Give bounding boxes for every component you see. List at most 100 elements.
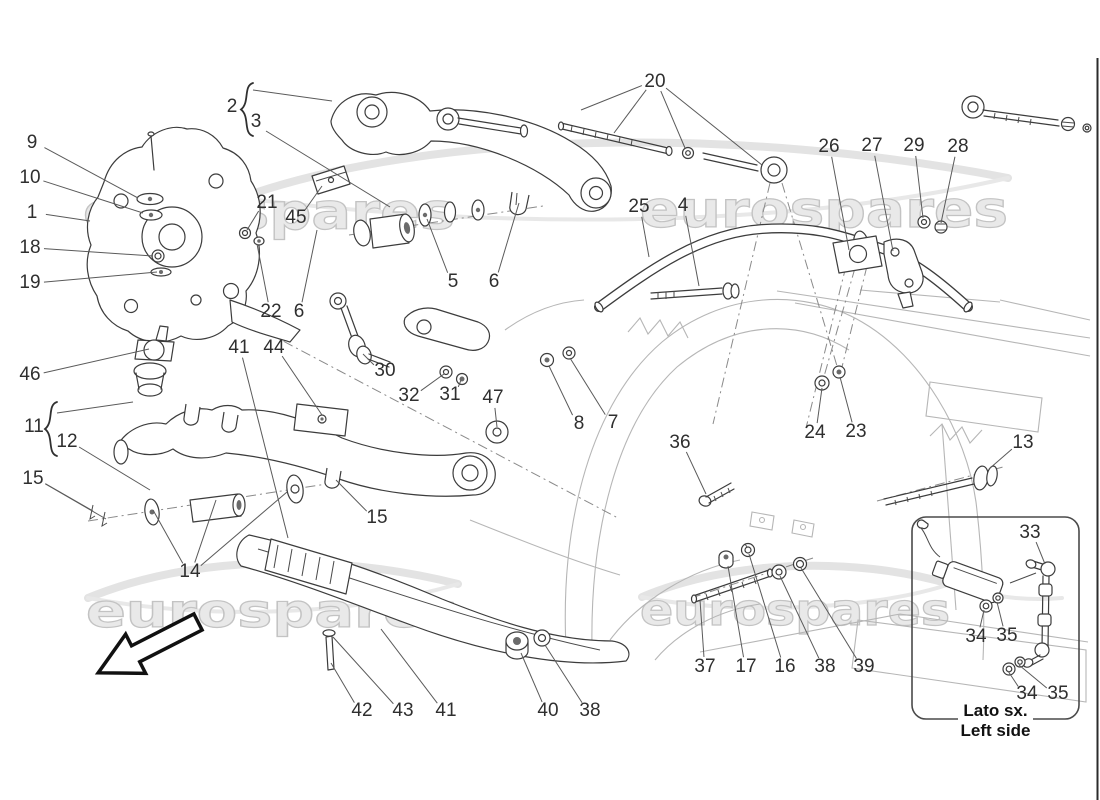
part-label-5: 5 <box>447 271 459 293</box>
part-label-38b: 38 <box>579 700 601 722</box>
leader-line-11 <box>56 401 134 414</box>
part-label-19: 19 <box>19 272 41 294</box>
toe-link-drawing <box>436 95 1092 184</box>
leader-line-20 <box>660 90 686 149</box>
leader-line-29 <box>915 155 924 219</box>
leader-line-15b <box>335 479 368 512</box>
leader-line-20 <box>665 87 763 166</box>
leader-line-23 <box>839 376 853 423</box>
part-label-41b: 41 <box>435 700 457 722</box>
leader-line-9 <box>44 147 139 199</box>
inset-caption-italian: Lato sx. <box>912 701 1079 720</box>
part-label-16: 16 <box>774 656 796 678</box>
leader-line-32 <box>420 373 445 392</box>
part-label-9: 9 <box>26 132 38 154</box>
leader-line-46 <box>43 348 150 374</box>
part-label-44: 44 <box>263 337 285 359</box>
part-label-18: 18 <box>19 237 41 259</box>
leader-line-1 <box>45 213 91 222</box>
inset-box <box>911 516 1080 720</box>
part-label-7: 7 <box>607 412 619 434</box>
leader-line-8 <box>548 365 574 416</box>
part-label-15a: 15 <box>22 468 44 490</box>
leader-lines <box>43 85 1048 705</box>
leader-line-36 <box>685 451 707 495</box>
leader-line-17 <box>727 565 745 658</box>
part-label-37: 37 <box>694 656 716 678</box>
part-label-14: 14 <box>179 561 201 583</box>
leader-line-26 <box>831 156 850 251</box>
grouping-brace <box>239 82 254 137</box>
part-label-46: 46 <box>19 364 41 386</box>
knuckle-drawing <box>86 126 301 397</box>
leader-line-34a <box>979 609 985 628</box>
leader-line-28 <box>940 156 956 224</box>
leader-line-25 <box>641 216 650 258</box>
inset-caption-english: Left side <box>912 721 1079 740</box>
part-label-28: 28 <box>947 136 969 158</box>
part-label-3: 3 <box>250 111 262 133</box>
leader-line-42 <box>330 662 355 703</box>
grouping-brace <box>43 401 58 457</box>
part-label-8: 8 <box>573 413 585 435</box>
part-label-25: 25 <box>628 196 650 218</box>
leader-line-45 <box>304 185 323 211</box>
lower-arm-drawing <box>89 403 509 528</box>
part-label-1: 1 <box>26 202 38 224</box>
part-label-34b: 34 <box>1016 683 1038 705</box>
leader-line-10 <box>43 180 144 214</box>
part-label-34a: 34 <box>965 626 987 648</box>
leader-line-15a <box>45 483 107 520</box>
leader-line-27 <box>874 155 894 252</box>
part-label-41a: 41 <box>228 337 250 359</box>
part-label-35b: 35 <box>1047 683 1069 705</box>
leader-line-40 <box>520 652 543 703</box>
anti-roll-bar-drawing <box>329 223 973 386</box>
leader-line-35b <box>1018 664 1048 689</box>
part-label-27: 27 <box>861 135 883 157</box>
part-label-23: 23 <box>845 421 867 443</box>
part-label-30: 30 <box>374 360 396 382</box>
part-label-13: 13 <box>1012 432 1034 454</box>
part-label-31: 31 <box>439 384 461 406</box>
leader-line-22 <box>256 243 269 303</box>
part-label-26: 26 <box>818 136 840 158</box>
part-label-29: 29 <box>903 135 925 157</box>
part-label-12: 12 <box>56 431 78 453</box>
leader-line-16 <box>748 553 782 658</box>
part-label-17: 17 <box>735 656 757 678</box>
part-label-33: 33 <box>1019 522 1041 544</box>
leader-line-14 <box>194 499 217 563</box>
part-label-43: 43 <box>392 700 414 722</box>
leader-line-37 <box>699 599 705 658</box>
part-label-39: 39 <box>853 656 875 678</box>
leader-line-18 <box>43 248 154 257</box>
leader-line-31 <box>457 379 462 388</box>
leader-line-44 <box>281 355 323 416</box>
part-label-35a: 35 <box>996 625 1018 647</box>
leader-line-20 <box>580 85 643 111</box>
leader-line-19 <box>43 271 158 283</box>
leader-line-24 <box>816 387 823 424</box>
part-label-32: 32 <box>398 385 420 407</box>
part-label-11: 11 <box>24 416 44 438</box>
part-label-10: 10 <box>19 167 41 189</box>
direction-arrow-icon <box>94 611 205 676</box>
part-label-6b: 6 <box>488 271 500 293</box>
part-label-36: 36 <box>669 432 691 454</box>
part-label-47: 47 <box>482 387 504 409</box>
leader-line-21 <box>246 210 260 231</box>
leader-line-4 <box>685 215 700 287</box>
part-label-45: 45 <box>285 207 307 229</box>
brace-layer <box>43 82 254 457</box>
heat-shield-drawing <box>236 534 630 671</box>
leader-line-38b <box>544 644 583 704</box>
leader-line-6b <box>497 202 520 273</box>
leader-line-34b <box>1007 670 1019 687</box>
part-label-42: 42 <box>351 700 373 722</box>
part-label-6a: 6 <box>293 301 305 323</box>
leader-line-3 <box>265 130 391 208</box>
part-label-40: 40 <box>537 700 559 722</box>
